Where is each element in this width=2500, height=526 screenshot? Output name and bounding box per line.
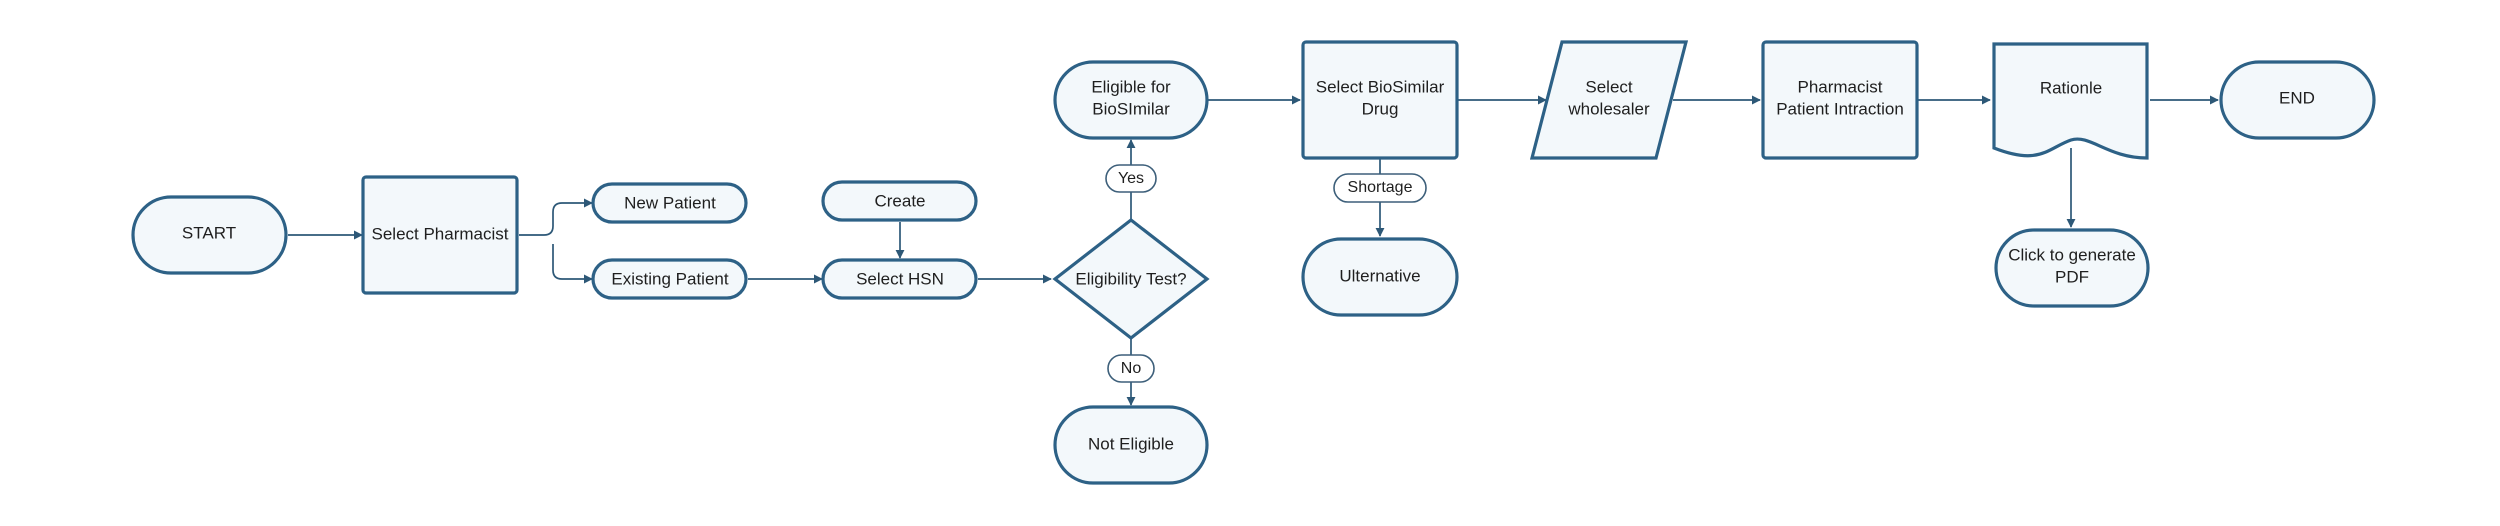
ulternative-node[interactable]: Ulternative [1301, 237, 1459, 317]
select-hsn-node[interactable]: Select HSN [821, 258, 978, 300]
new-patient-label: New Patient [624, 193, 716, 212]
generate-pdf-label-line2: PDF [2055, 267, 2089, 286]
pharmacist-interaction-label-line2: Patient Intraction [1776, 99, 1904, 118]
generate-pdf-label-line1: Click to generate [2008, 245, 2136, 264]
rationle-label: Rationle [2040, 78, 2102, 97]
end-node[interactable]: END [2219, 60, 2376, 140]
shortage-edge-label: Shortage [1333, 173, 1427, 203]
select-pharmacist-node[interactable]: Select Pharmacist [361, 175, 519, 295]
connectors [288, 95, 2219, 406]
select-wholesaler-label-line2: wholesaler [1567, 99, 1650, 118]
existing-patient-node[interactable]: Existing Patient [591, 258, 748, 300]
eligible-label-line2: BioSImilar [1092, 99, 1170, 118]
existing-patient-label: Existing Patient [611, 269, 728, 288]
no-label: No [1121, 360, 1142, 377]
eligible-label-line1: Eligible for [1091, 77, 1171, 96]
rationle-document-node[interactable]: Rationle [1992, 42, 2149, 160]
create-node[interactable]: Create [821, 180, 978, 222]
shortage-label: Shortage [1348, 179, 1413, 196]
no-edge-label: No [1107, 354, 1155, 383]
eligibility-test-label: Eligibility Test? [1075, 269, 1186, 288]
eligibility-test-decision[interactable]: Eligibility Test? [1052, 217, 1210, 341]
ulternative-label: Ulternative [1339, 266, 1420, 285]
eligible-node[interactable]: Eligible for BioSImilar [1053, 60, 1209, 140]
select-biosimilar-label-line1: Select BioSimilar [1316, 77, 1445, 96]
select-wholesaler-node[interactable]: Select wholesaler [1529, 40, 1689, 160]
select-wholesaler-label-line1: Select [1585, 77, 1633, 96]
generate-pdf-node[interactable]: Click to generate PDF [1994, 228, 2150, 308]
yes-label: Yes [1118, 170, 1144, 187]
select-biosimilar-label-line2: Drug [1362, 99, 1399, 118]
new-patient-node[interactable]: New Patient [591, 182, 748, 224]
select-biosimilar-node[interactable]: Select BioSimilar Drug [1301, 40, 1459, 160]
not-eligible-label: Not Eligible [1088, 434, 1174, 453]
end-label: END [2279, 88, 2315, 107]
connector-branch-brace [519, 202, 563, 280]
not-eligible-node[interactable]: Not Eligible [1053, 405, 1209, 485]
start-node[interactable]: START [131, 195, 288, 275]
pharmacist-interaction-label-line1: Pharmacist [1797, 77, 1882, 96]
select-hsn-label: Select HSN [856, 269, 944, 288]
create-label: Create [874, 191, 925, 210]
pharmacist-interaction-node[interactable]: Pharmacist Patient Intraction [1761, 40, 1919, 160]
select-pharmacist-label: Select Pharmacist [372, 224, 509, 243]
yes-edge-label: Yes [1105, 164, 1157, 193]
start-label: START [182, 223, 236, 242]
